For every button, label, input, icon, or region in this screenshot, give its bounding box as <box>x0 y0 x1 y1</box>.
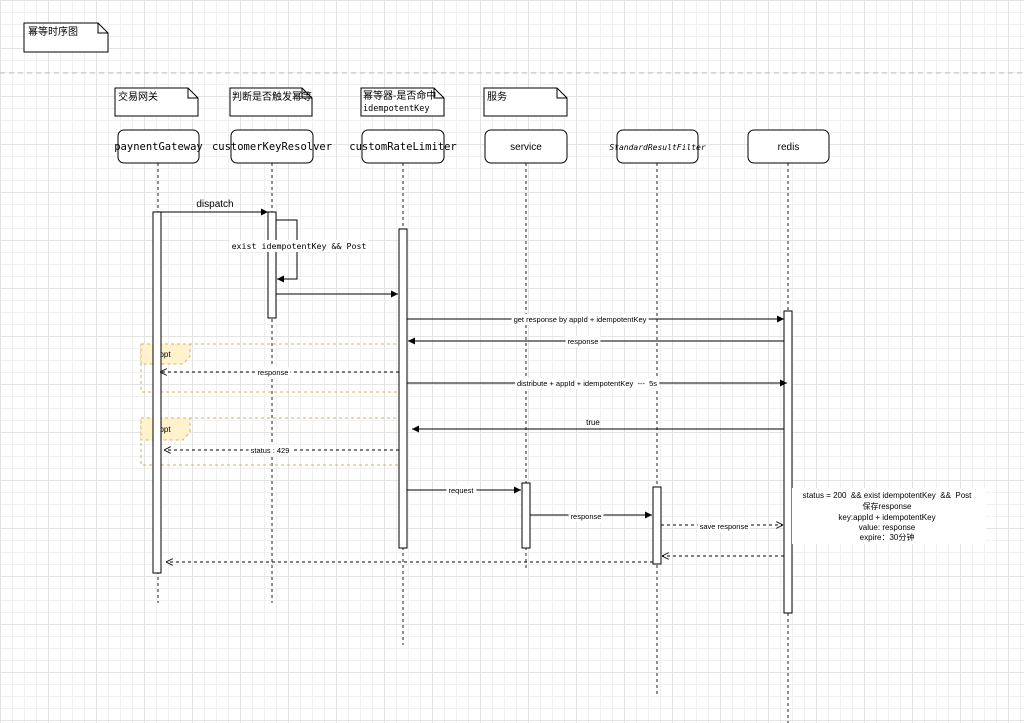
participant-gateway: paynentGateway <box>114 129 203 164</box>
message-save-response: save response <box>661 521 783 532</box>
participant-box <box>117 129 200 164</box>
label-background <box>229 240 369 252</box>
note-fold <box>187 88 198 99</box>
message-save-response-label: save response <box>700 522 749 531</box>
note-fold <box>556 88 567 99</box>
note-fold <box>97 23 108 34</box>
redis-note-key: key:appId + idempotentKey <box>838 513 935 522</box>
label-background <box>255 367 291 378</box>
participant-redis-label: redis <box>778 142 800 153</box>
message-return-response-label: response <box>258 368 289 377</box>
label-background <box>514 378 660 389</box>
note-fold <box>301 88 312 99</box>
note-resolver-text: 判断是否触发幂等 <box>232 90 312 103</box>
participant-box <box>230 129 314 164</box>
diagram-title: 幂等时序图 <box>28 25 78 38</box>
message-distribute: distribute + appId + idempotentKey --- 5… <box>407 378 787 389</box>
activation-limiter <box>398 228 408 549</box>
message-true-label: true <box>586 418 600 427</box>
activation-resolver <box>267 211 277 319</box>
message-redis-response-label: response <box>568 337 599 346</box>
participant-box <box>361 129 445 164</box>
message-request: request <box>407 485 521 496</box>
note-fold <box>433 88 444 99</box>
participant-limiter-label: customRateLimiter <box>349 141 456 153</box>
label-background <box>565 336 601 347</box>
redis-note-save: 保存response <box>863 501 912 511</box>
note-service-text: 服务 <box>487 90 507 103</box>
redis-save-note: status = 200 && exist idempotentKey && P… <box>792 488 986 544</box>
fragment-label: opt <box>159 425 171 434</box>
participant-box <box>616 129 699 164</box>
note-service: 服务 <box>483 87 568 117</box>
note-resolver: 判断是否触发幂等 <box>229 87 313 117</box>
participant-gateway-label: paynentGateway <box>114 141 203 153</box>
message-get-response: get response by appId + idempotentKey <box>407 314 784 325</box>
redis-note-condition: status = 200 && exist idempotentKey && P… <box>803 491 973 500</box>
note-limiter-text-line1: 幂等器-是否命中 <box>363 89 436 102</box>
message-dispatch: dispatch <box>161 199 268 216</box>
message-reject-label: status : 429 <box>251 446 290 455</box>
activation-redis <box>783 310 793 614</box>
redis-note-value: value: response <box>859 523 916 532</box>
label-background <box>568 511 604 522</box>
label-background <box>446 485 477 496</box>
message-request-label: request <box>448 486 474 495</box>
message-service-response: response <box>530 511 652 522</box>
note-limiter-text-line2: idempotentKey <box>363 104 430 114</box>
message-redis-response: response <box>408 336 784 347</box>
message-return-response: response <box>160 367 399 378</box>
note-gateway-text: 交易网关 <box>118 90 158 103</box>
note-gateway: 交易网关 <box>114 87 199 117</box>
message-dispatch-label: dispatch <box>196 199 233 210</box>
participant-redis: redis <box>747 129 830 164</box>
message-distribute-label: distribute + appId + idempotentKey --- 5… <box>517 379 657 388</box>
label-background <box>248 445 292 456</box>
activation-filter <box>652 486 662 565</box>
participant-service-label: service <box>510 142 542 153</box>
label-background <box>697 521 751 532</box>
participant-filter: StandardResultFilter <box>609 129 706 164</box>
note-shape <box>229 87 313 117</box>
note-limiter: 幂等器-是否命中 idempotentKey <box>360 87 445 117</box>
participant-resolver-label: customerKeyResolver <box>212 141 332 153</box>
activation-gateway <box>152 211 162 574</box>
participant-limiter: customRateLimiter <box>349 129 457 164</box>
message-service-response-label: response <box>571 512 602 521</box>
message-get-response-label: get response by appId + idempotentKey <box>514 315 647 324</box>
note-shape <box>23 22 109 53</box>
activation-service <box>521 482 531 549</box>
participant-box <box>484 129 568 164</box>
message-self-check-label: exist idempotentKey && Post <box>232 241 367 251</box>
participant-resolver: customerKeyResolver <box>212 129 332 164</box>
participant-box <box>747 129 830 164</box>
note-shape <box>483 87 568 117</box>
message-self-check: exist idempotentKey && Post <box>229 219 369 283</box>
fragment-label: opt <box>159 350 171 359</box>
opt-fragment-2: opt <box>140 417 406 466</box>
label-background <box>511 314 649 325</box>
message-reject: status : 429 <box>164 445 399 456</box>
title-note: 幂等时序图 <box>23 22 109 53</box>
redis-note-expire: expire：30分钟 <box>860 532 915 542</box>
participant-service: service <box>484 129 568 164</box>
message-true: true <box>412 418 784 433</box>
note-shape <box>360 87 445 117</box>
participant-filter-label: StandardResultFilter <box>609 143 706 152</box>
fragment-frame <box>140 417 406 466</box>
note-shape <box>114 87 199 117</box>
redis-note-background <box>792 488 986 544</box>
